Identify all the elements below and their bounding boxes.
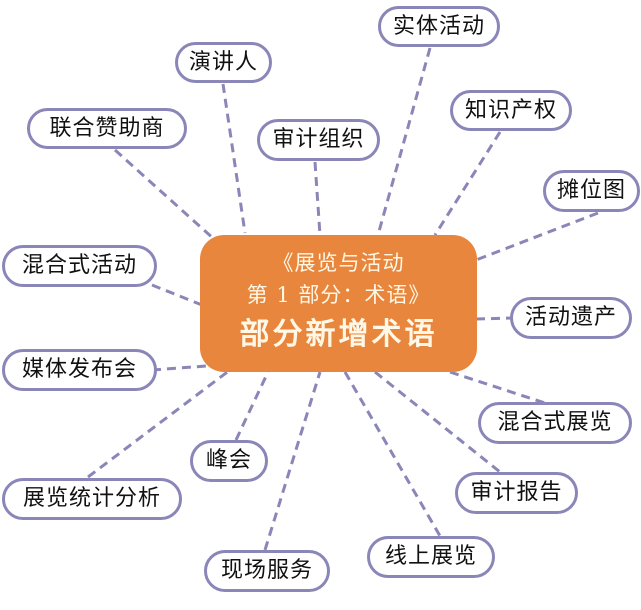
connector-xianchang [263, 371, 322, 551]
connector-shiti [376, 47, 432, 236]
connector-yanjiang [221, 83, 247, 234]
connector-meiti [151, 363, 221, 372]
connector-yichan [475, 316, 513, 321]
connector-shenjibaogao [374, 370, 501, 474]
node-press-conference: 媒体发布会 [2, 349, 157, 391]
node-speaker: 演讲人 [175, 42, 272, 83]
connector-xianshang [343, 371, 442, 537]
node-hybrid-event: 混合式活动 [2, 245, 157, 287]
node-co-sponsor: 联合赞助商 [27, 108, 187, 149]
node-online-exhibition: 线上展览 [367, 536, 495, 578]
node-intellectual-property: 知识产权 [450, 90, 572, 131]
connector-zhishi [433, 131, 502, 236]
connector-hunhezhanlan [449, 370, 546, 405]
node-summit: 峰会 [190, 440, 268, 482]
central-topic: 《展览与活动 第 1 部分：术语》 部分新增术语 [200, 235, 477, 372]
node-onsite-services: 现场服务 [204, 550, 330, 592]
connector-tanwei [475, 211, 599, 262]
central-topic-title: 部分新增术语 [239, 317, 438, 352]
connector-fenghui [234, 371, 270, 441]
node-hybrid-exhibition: 混合式展览 [478, 402, 632, 444]
node-physical-event: 实体活动 [378, 6, 500, 47]
node-event-legacy: 活动遗产 [510, 297, 632, 339]
node-booth-map: 摊位图 [543, 170, 640, 212]
central-topic-line2: 第 1 部分：术语》 [246, 283, 431, 307]
connector-hunhehuodong [151, 283, 203, 307]
connector-shenjizuzhi [313, 161, 322, 236]
node-audit-organization: 审计组织 [257, 119, 380, 161]
central-topic-line1: 《展览与活动 [272, 251, 405, 275]
connector-lianhe [113, 148, 217, 242]
node-exhibition-statistics: 展览统计分析 [2, 478, 182, 520]
node-audit-report: 审计报告 [455, 472, 578, 514]
